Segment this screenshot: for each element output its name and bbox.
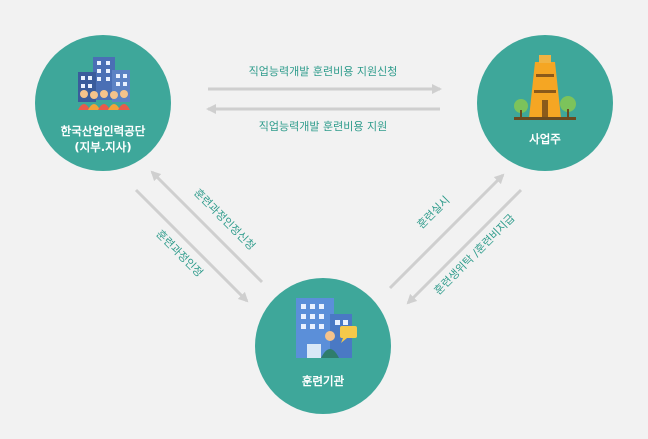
institution-label: 훈련기관 <box>302 374 345 388</box>
node-employer: 사업주 <box>477 35 613 171</box>
label-request-support: 직업능력개발 훈련비용 지원신청 <box>249 65 398 78</box>
hrd-label-line2: (지부.지사) <box>74 140 131 154</box>
label-training-conduct: 훈련실시 <box>415 194 453 232</box>
hrd-label-line1: 한국산업인력공단 <box>61 124 146 138</box>
label-training-commission: 훈련생위탁 /훈련비지급 <box>432 212 518 298</box>
employer-label: 사업주 <box>529 132 561 146</box>
office-building-with-person-speech-bubble-icon <box>296 298 357 358</box>
arrow-employer-to-institution <box>406 188 523 305</box>
node-hrd-circle <box>35 35 171 171</box>
node-hrd-korea: 한국산업인력공단 (지부.지사) <box>35 35 171 171</box>
factory-chimney-with-trees-icon <box>514 55 576 120</box>
arrow-institution-to-employer <box>388 173 505 290</box>
label-provide-support: 직업능력개발 훈련비용 지원 <box>259 120 387 133</box>
arrow-institution-to-hrd <box>150 170 264 284</box>
node-training-institution: 훈련기관 <box>255 278 391 414</box>
arrow-hrd-to-institution <box>134 188 249 303</box>
office-building-with-people-icon <box>78 57 130 110</box>
